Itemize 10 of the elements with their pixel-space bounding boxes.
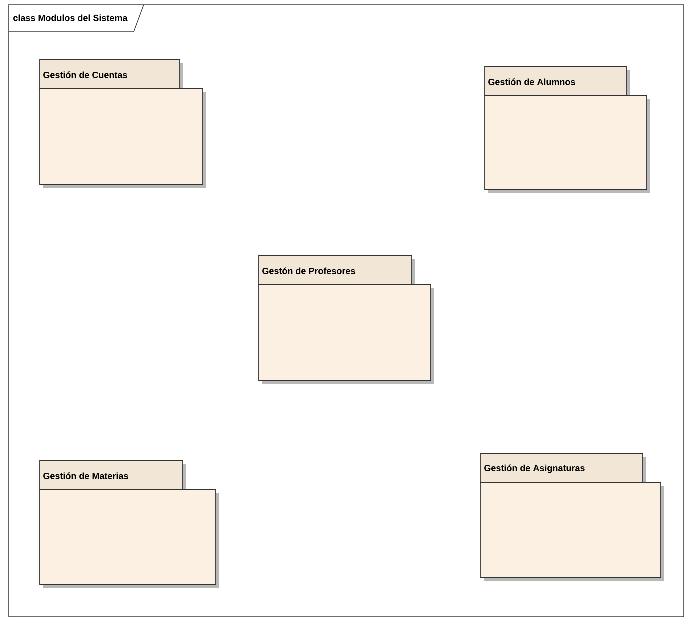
node-label: Gestión de Cuentas <box>44 72 128 78</box>
node-label: Gestón de Profesores <box>262 268 356 274</box>
package-box: Gestión de Cuentas <box>40 60 206 188</box>
node-label: Gestión de Materias <box>44 472 128 480</box>
node-label: Gestión de Alumnos <box>488 78 576 86</box>
node-label: Gestión de Asignaturas <box>484 464 585 474</box>
package-box: Gestión de Alumnos <box>484 66 650 193</box>
package-box: Gestón de Profesores <box>258 256 434 384</box>
package-box: Gestión de Asignaturas <box>480 454 664 581</box>
package-box: Gestión de Materias <box>40 460 219 588</box>
